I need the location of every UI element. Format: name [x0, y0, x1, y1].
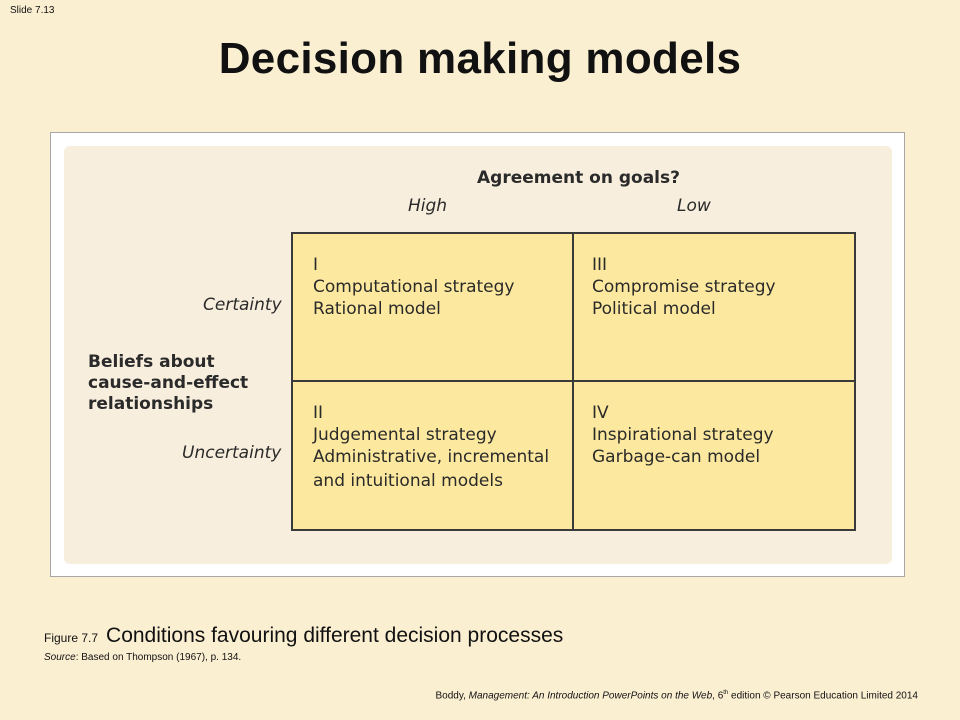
row-axis-title-line: relationships [88, 394, 214, 414]
quadrant-model: Political model [592, 299, 716, 319]
quadrant-number: III [592, 255, 608, 275]
footer-author: Boddy, [435, 690, 469, 702]
quadrant-iv: IV Inspirational strategy Garbage-can mo… [574, 382, 854, 529]
quadrant-strategy: Compromise strategy [592, 277, 776, 297]
footer-edition: , 6 [712, 690, 724, 702]
quadrant-strategy: Judgemental strategy [313, 425, 497, 445]
quadrant-strategy: Inspirational strategy [592, 425, 774, 445]
figure-source: Source: Based on Thompson (1967), p. 134… [44, 652, 241, 663]
row-label-uncertainty: Uncertainty [182, 443, 282, 463]
quadrant-model: Rational model [313, 299, 441, 319]
row-label-certainty: Certainty [203, 295, 282, 315]
quadrant-strategy: Computational strategy [313, 277, 515, 297]
decision-matrix: I Computational strategy Rational model … [291, 232, 856, 531]
column-axis-title: Agreement on goals? [477, 168, 680, 188]
row-axis-title-line: cause-and-effect [88, 373, 249, 393]
quadrant-number: I [313, 255, 319, 275]
quadrant-number: IV [592, 403, 609, 423]
footer-copyright: edition © Pearson Education Limited 2014 [728, 690, 918, 702]
quadrant-model: and intuitional models [313, 471, 503, 491]
footer-edition-suffix: th [723, 690, 729, 696]
quadrant-model: Garbage-can model [592, 447, 761, 467]
row-axis-title: Beliefs about cause-and-effect relations… [88, 352, 288, 415]
slide-number: Slide 7.13 [10, 5, 55, 16]
copyright-footer: Boddy, Management: An Introduction Power… [400, 690, 918, 701]
source-label: Source [44, 652, 76, 663]
column-label-low: Low [677, 196, 711, 216]
column-label-high: High [408, 196, 448, 216]
figure-label: Figure 7.7 [44, 631, 99, 645]
footer-book-title: Management: An Introduction PowerPoints … [468, 690, 713, 702]
quadrant-number: II [313, 403, 324, 423]
figure-caption: Figure 7.7 Conditions favouring different… [44, 624, 563, 648]
quadrant-i: I Computational strategy Rational model [293, 234, 574, 382]
quadrant-model: Administrative, incremental [313, 447, 550, 467]
quadrant-ii: II Judgemental strategy Administrative, … [293, 382, 574, 529]
figure-caption-text: Conditions favouring different decision … [106, 624, 564, 647]
slide-title: Decision making models [218, 34, 742, 83]
row-axis-title-line: Beliefs about [88, 352, 215, 372]
source-text: : Based on Thompson (1967), p. 134. [75, 652, 242, 663]
quadrant-iii: III Compromise strategy Political model [574, 234, 854, 382]
